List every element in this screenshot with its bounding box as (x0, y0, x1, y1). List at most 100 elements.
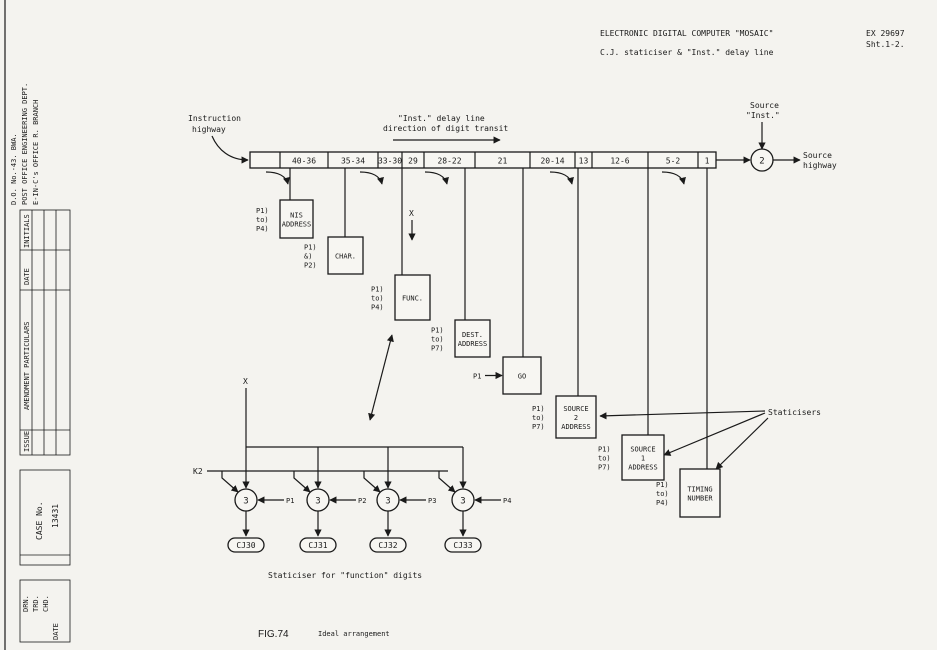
char-label: CHAR. (335, 253, 356, 261)
staticisers-pointer-3 (715, 417, 769, 470)
nis-address-pulse: P1) (256, 207, 269, 215)
source1-address-label: SOURCE (630, 446, 655, 454)
gate-number: 3 (315, 497, 320, 507)
segment-label: 40-36 (292, 157, 316, 166)
source2-address-pulse: P7) (532, 423, 545, 431)
timing-number-box (679, 468, 721, 518)
instruction-highway-arrow (211, 135, 249, 164)
char-pulse: &) (304, 253, 312, 261)
source2-address-pulse: P1) (532, 405, 545, 413)
source-inst-label-1: Source (750, 101, 779, 110)
source1-address-pulse: P1) (598, 446, 611, 454)
org-line-2: POST OFFICE ENGINEERING DEPT. (21, 83, 29, 205)
case-label: CASE No. (35, 501, 44, 540)
delay-line-label: "Inst." delay line (398, 114, 485, 123)
nis-address-pulse: P4) (256, 225, 269, 233)
col-issue: ISSUE (23, 431, 31, 452)
go-staticiser: GO P1 (473, 168, 542, 395)
source1-address-pulse: P7) (598, 464, 611, 472)
segment-label: 33-30 (378, 157, 402, 166)
dest-address-label: DEST. (462, 331, 483, 339)
checked-label: CHD. (42, 595, 50, 612)
output-cj31 (299, 537, 337, 553)
case-number: 13431 (51, 504, 60, 528)
timing-number-label: NUMBER (687, 495, 713, 503)
func-pulse: P4) (371, 304, 384, 312)
dest-address-pulse: P7) (431, 345, 444, 353)
k2-label: K2 (193, 467, 203, 476)
output-label: CJ33 (453, 541, 472, 550)
func-pulse: to) (371, 295, 384, 303)
char-box (327, 236, 364, 275)
segment-label: 35-34 (341, 157, 365, 166)
func-x-label: X (409, 209, 414, 218)
source1-address-label: ADDRESS (628, 464, 658, 472)
gate-pulse-label: P1 (286, 497, 294, 505)
instruction-highway-label-1: Instruction (188, 114, 241, 123)
nis-address-label: ADDRESS (282, 221, 312, 229)
staticisers-label: Staticisers (768, 408, 821, 417)
gate-pulse-label: P4 (503, 497, 511, 505)
date-label: DATE (52, 623, 60, 640)
gate-k2-input (438, 471, 456, 493)
segment-label: 28-22 (437, 157, 461, 166)
gate-number: 3 (460, 497, 465, 507)
drawing-title: ELECTRONIC DIGITAL COMPUTER "MOSAIC" (600, 29, 773, 38)
output-label: CJ32 (378, 541, 397, 550)
dest-address-pulse: to) (431, 336, 444, 344)
source-highway-label-1: Source (803, 151, 832, 160)
gate-k2-input (363, 471, 381, 493)
segment-label: 29 (408, 157, 418, 166)
output-label: CJ30 (236, 541, 255, 550)
output-cj30 (227, 537, 265, 553)
go-box (502, 356, 542, 395)
timing-number-pulse: P1) (656, 481, 669, 489)
tap-arrow (549, 171, 574, 185)
tap-arrow (661, 171, 686, 185)
timing-number-label: TIMING (687, 486, 712, 494)
dest-address-pulse: P1) (431, 327, 444, 335)
gate-k2-input (293, 471, 311, 493)
drawn-label: DRN. (22, 595, 30, 612)
source-highway-label-2: highway (803, 161, 837, 170)
delay-direction-label: direction of digit transit (383, 124, 508, 133)
segment-label: 21 (498, 157, 508, 166)
drawing-subtitle: C.J. staticiser & "Inst." delay line (600, 48, 774, 57)
go-pulse: P1 (473, 373, 481, 381)
source1-address-label: 1 (641, 455, 645, 463)
char-pulse: P1) (304, 244, 317, 252)
dest-address-staticiser: DEST.ADDRESS P1)to)P7) (431, 168, 491, 358)
dest-address-box (454, 319, 491, 358)
source2-address-label: 2 (574, 414, 578, 422)
char-staticiser: CHAR. P1)&)P2) (304, 168, 364, 275)
staticisers-pointer-1 (599, 410, 766, 420)
staticiser-caption: Staticiser for "function" digits (268, 571, 422, 580)
nis-address-box (279, 199, 314, 239)
go-label: GO (518, 373, 526, 381)
output-label: CJ31 (308, 541, 327, 550)
staticiser-boxes: NISADDRESSP1)to)P4)CHAR.P1)&)P2)FUNC.P1)… (256, 168, 721, 518)
title-strip: D.O. No.-43. BWA. POST OFFICE ENGINEERIN… (4, 0, 71, 650)
delay-line (249, 151, 717, 169)
char-pulse: P2) (304, 262, 317, 270)
gate-k2-input (221, 471, 239, 493)
output-cj33 (444, 537, 482, 553)
source-inst-label-2: "Inst." (746, 111, 780, 120)
tap-arrow (265, 171, 290, 185)
source2-address-label: ADDRESS (561, 423, 591, 431)
func-staticiser: FUNC.P1)to)P4) (371, 168, 431, 321)
output-cj32 (369, 537, 407, 553)
col-initials: INITIALS (23, 214, 31, 248)
func-pulse: P1) (371, 286, 384, 294)
dest-address-label: ADDRESS (458, 340, 488, 348)
org-line-3: E-IN-C's OFFICE R. BRANCH (32, 100, 40, 205)
segment-label: 1 (705, 157, 710, 166)
